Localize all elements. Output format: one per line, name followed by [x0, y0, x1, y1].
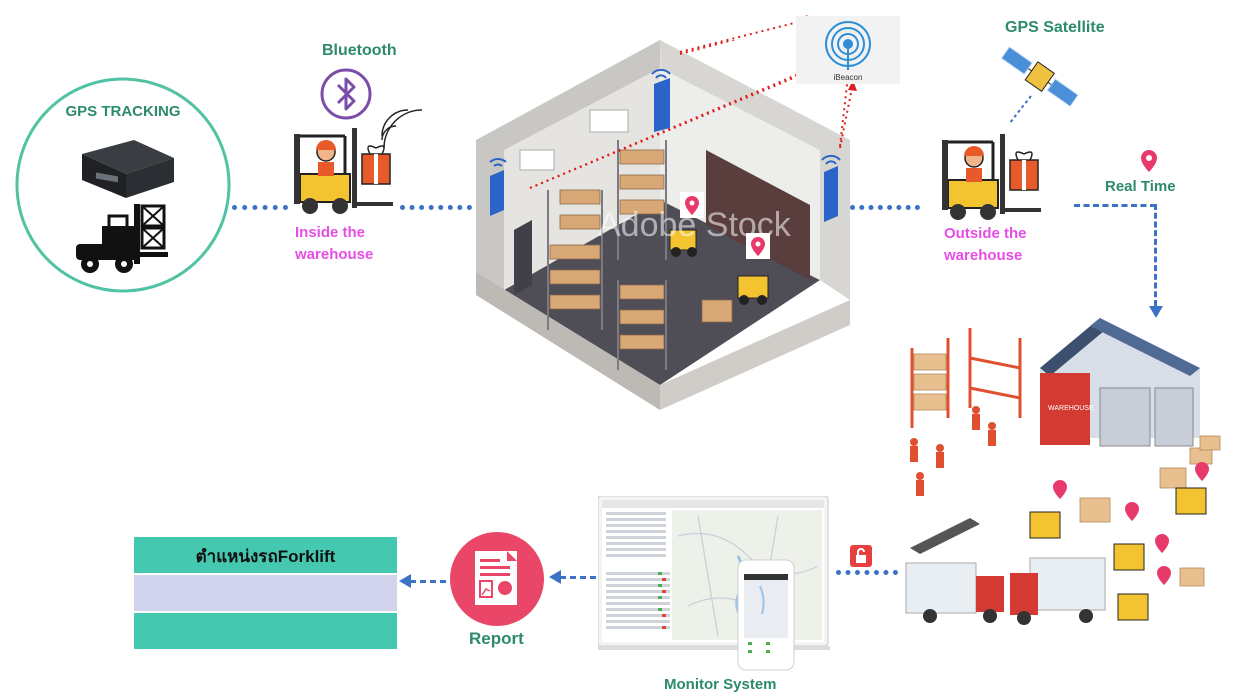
arrow-left-icon [549, 570, 561, 584]
inside-warehouse-label: Inside the warehouse [295, 222, 373, 266]
signal-waves-icon [378, 100, 428, 150]
room-forklift-1 [669, 229, 697, 257]
forklift-icon [76, 204, 168, 273]
ibeacon-label: iBeacon [833, 73, 863, 82]
outside-warehouse-label: Outside the warehouse [944, 223, 1027, 267]
room-pin-2 [746, 233, 770, 259]
forklift-table-header-text: ตำแหน่งรถForklift [195, 547, 336, 566]
warehouse-sign: WAREHOUSE [1048, 405, 1094, 412]
beacon-3 [824, 166, 838, 222]
satellite-icon [995, 38, 1085, 128]
outside-line-1: Outside the [944, 225, 1027, 242]
room-forklift-2 [737, 275, 769, 305]
gps-tracking-label: GPS TRACKING [65, 103, 181, 120]
connector-dash-4 [410, 580, 446, 583]
gps-device-icon [82, 140, 174, 198]
arrow-left-icon-2 [399, 574, 411, 588]
beacon-1 [654, 78, 670, 132]
connector-dash-2 [1154, 204, 1157, 306]
bluetooth-label: Bluetooth [322, 42, 397, 59]
forklift-inside-icon [290, 124, 400, 216]
monitor-system-label: Monitor System [664, 676, 777, 693]
arrow-down-icon [1149, 306, 1163, 318]
lock-icon [850, 545, 872, 567]
table-row [134, 613, 397, 649]
outside-line-2: warehouse [944, 247, 1023, 264]
table-cell [134, 575, 397, 591]
connector-dash-3 [560, 576, 596, 579]
gps-tracking-group: GPS TRACKING [14, 76, 232, 294]
gps-tracking-circle [15, 77, 231, 293]
connector-dots-2 [400, 205, 472, 210]
forklift-table-header: ตำแหน่งรถForklift [134, 537, 397, 575]
connector-dots-3 [850, 205, 920, 210]
connector-dash-1 [1074, 204, 1156, 207]
connector-dots-4 [836, 570, 898, 575]
watermark-text: Adobe Stock [598, 206, 791, 244]
inside-line-1: Inside the [295, 224, 366, 241]
bluetooth-icon [320, 68, 372, 120]
real-time-label: Real Time [1105, 178, 1176, 195]
ibeacon-icon: iBeacon [796, 16, 900, 84]
table-row [134, 575, 397, 613]
report-icon [449, 531, 545, 627]
logistics-scene-illustration: WAREHOUSE [900, 318, 1235, 643]
beacon-2 [490, 170, 504, 216]
location-pin-icon [1138, 148, 1160, 174]
inside-line-2: warehouse [295, 246, 374, 263]
gps-satellite-label: GPS Satellite [1005, 19, 1105, 36]
monitor-system-illustration [598, 496, 830, 671]
room-pin-1 [680, 192, 704, 218]
connector-dots-1 [232, 205, 288, 210]
table-cell [134, 613, 397, 629]
forklift-outside-icon [938, 130, 1048, 222]
report-label: Report [469, 629, 524, 648]
